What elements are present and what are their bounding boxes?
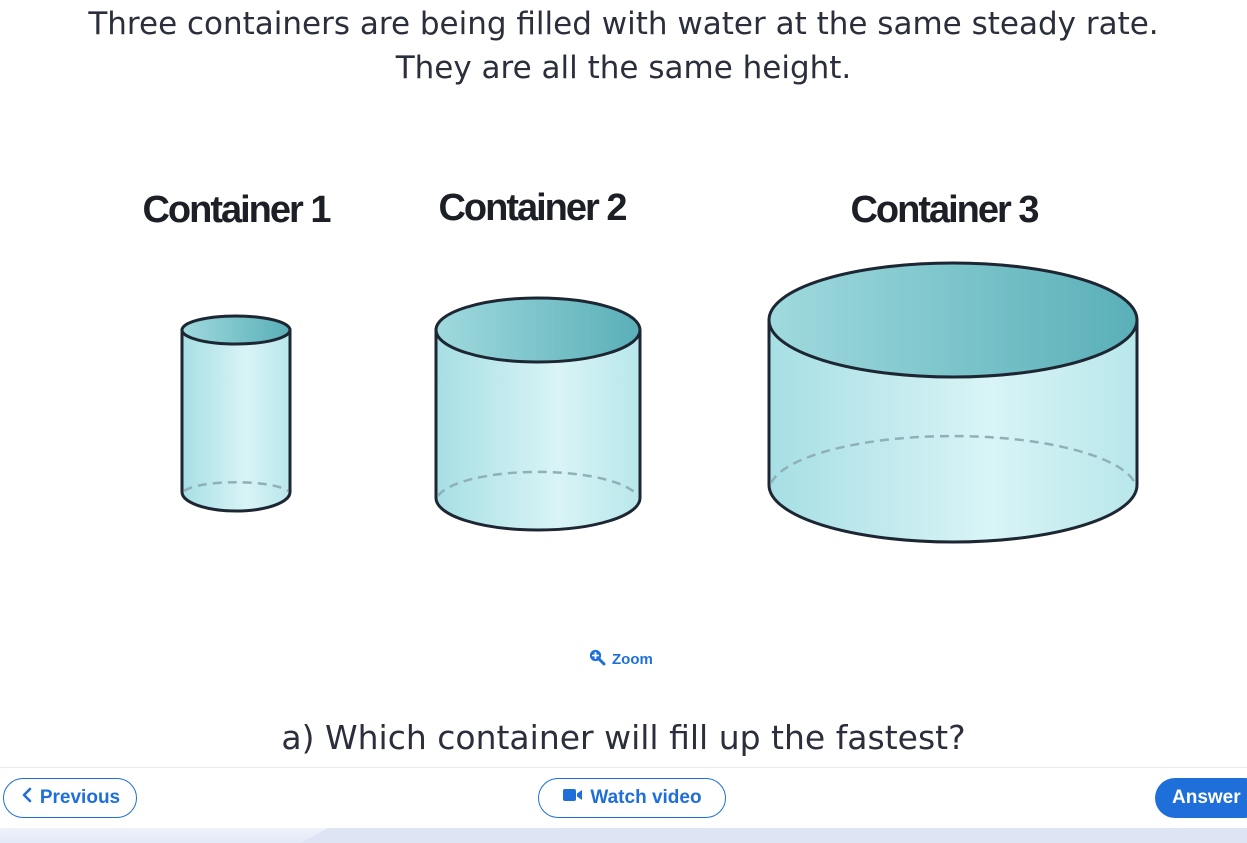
container-1-label: Container 1 — [142, 189, 331, 231]
watch-video-label: Watch video — [590, 787, 702, 808]
container-2: Container 2 — [434, 187, 642, 532]
previous-label: Previous — [39, 787, 121, 808]
previous-button[interactable]: Previous — [3, 778, 137, 818]
prompt-line-2: They are all the same height. — [395, 50, 852, 86]
containers-diagram: Container 1 Container 2 Container 3 — [142, 187, 1139, 544]
container-2-label: Container 2 — [438, 187, 626, 229]
prompt-line-1: Three containers are being filled with w… — [88, 6, 1159, 42]
container-3-label: Container 3 — [850, 189, 1038, 231]
question-prompt: Three containers are being filled with w… — [0, 2, 1247, 90]
zoom-label: Zoom — [612, 650, 653, 668]
footer-decoration — [300, 828, 1247, 843]
question-text: a) Which container will fill up the fast… — [281, 718, 966, 757]
chevron-left-icon — [20, 786, 34, 810]
watch-video-button[interactable]: Watch video — [538, 778, 726, 818]
zoom-in-icon — [588, 648, 606, 670]
answer-button[interactable]: Answer — [1155, 778, 1247, 818]
containers-figure: Container 1 Container 2 Container 3 — [0, 170, 1247, 570]
container-1: Container 1 — [142, 189, 333, 513]
video-camera-icon — [562, 787, 584, 809]
answer-label: Answer — [1172, 787, 1241, 808]
divider — [0, 767, 1247, 768]
container-3: Container 3 — [767, 189, 1139, 544]
zoom-button[interactable]: Zoom — [588, 648, 653, 670]
